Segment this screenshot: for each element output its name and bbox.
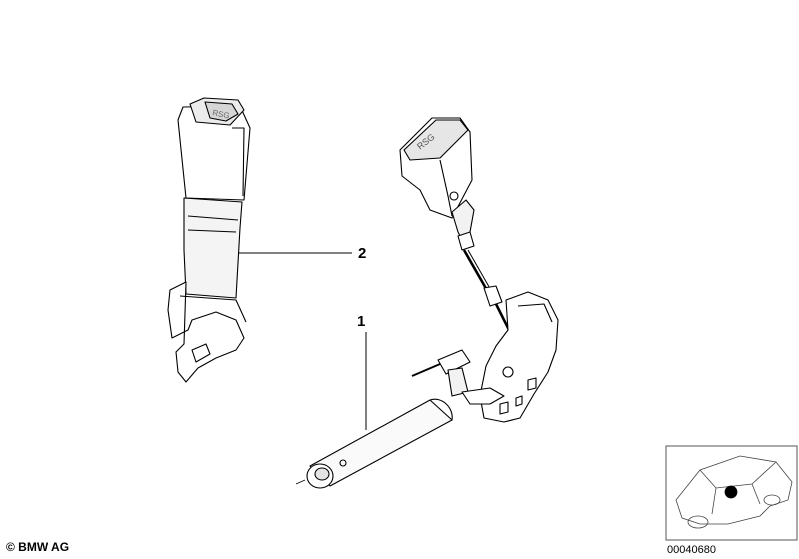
callout-label-1: 1 [357,313,366,330]
vehicle-location-thumbnail [665,445,798,541]
diagram-part-number: 00040680 [667,544,716,556]
callout-label-2: 2 [358,245,367,262]
part-2-belt-buckle: RSG [167,97,251,383]
location-marker-dot [724,485,738,499]
part-1-belt-tensioner: RSG [295,117,559,489]
svg-text:RSG: RSG [212,108,231,120]
copyright-text: © BMW AG [6,540,70,554]
